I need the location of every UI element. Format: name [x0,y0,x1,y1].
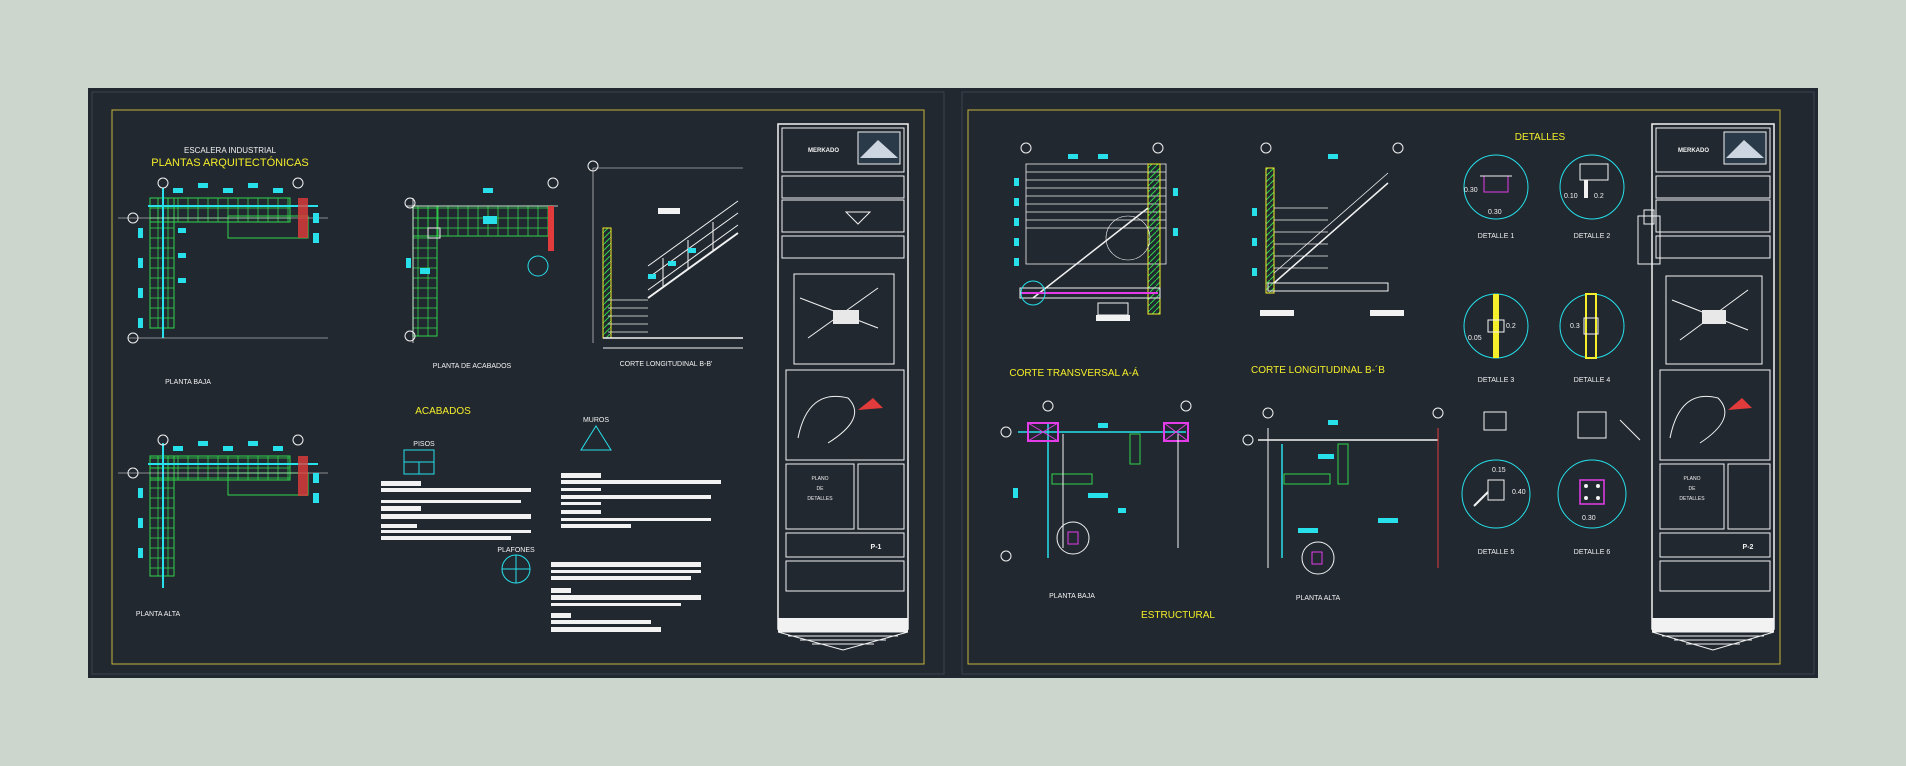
muros-label: MUROS [583,417,609,424]
sheet1-plano-l3: DETALLES [807,496,833,502]
detail-3-dim-b: 0.2 [1506,323,1516,330]
sheet1-company: MERKADO [808,148,839,154]
detail-5: 0.40 0.15 [1461,459,1531,529]
sheet-2: CORTE TRANSVERSAL A-Á CORTE LONGITUDINAL… [961,91,1815,675]
planta-alta-label: PLANTA ALTA [136,611,181,618]
detail-1-dim-a: 0.30 [1464,187,1478,194]
sheet2-plano-l1: PLANO [1684,476,1701,482]
sheet1-title-block: MERKADO PLANO DE DETALLES P-1 [777,123,909,651]
detail-5-dim-a: 0.40 [1512,489,1526,496]
sheet2-outer-border [961,91,1815,675]
sheet1-plano-l2: DE [817,486,825,492]
detail-6-label: DETALLE 6 [1574,549,1611,556]
cad-drawing: ESCALERA INDUSTRIAL PLANTAS ARQUITECTÓNI… [91,91,1815,675]
detail-4: 0.3 [1559,293,1625,359]
drawing-canvas: ESCALERA INDUSTRIAL PLANTAS ARQUITECTÓNI… [88,88,1818,678]
muros-key-icon [580,425,612,451]
section-corte-bb [587,160,743,349]
sheet-1: ESCALERA INDUSTRIAL PLANTAS ARQUITECTÓNI… [91,91,945,675]
detail-5-label: DETALLE 5 [1478,549,1515,556]
pisos-label: PISOS [413,441,435,448]
sheet1-subtitle: ESCALERA INDUSTRIAL [184,146,277,155]
detail-1: 0.30 0.30 [1463,154,1529,220]
struct-planta-alta [1242,407,1444,575]
detail-3: 0.05 0.2 [1463,293,1529,359]
struct-planta-alta-label: PLANTA ALTA [1296,595,1341,602]
plafones-label: PLAFONES [497,547,535,554]
section-corte-aa [1014,142,1178,321]
sheet2-plano-l3: DETALLES [1679,496,1705,502]
detail-2-dim-a: 0.10 [1564,193,1578,200]
detail-5-dim-b: 0.15 [1492,467,1506,474]
acabados-notes [381,473,721,632]
corte-bb-struct-label: CORTE LONGITUDINAL B-´B [1251,364,1385,376]
sheet1-outer-border [91,91,945,675]
detail-3-dim-a: 0.05 [1468,335,1482,342]
sheet2-plano-l2: DE [1689,486,1697,492]
detail-4-dim-a: 0.3 [1570,323,1580,330]
struct-planta-baja-label: PLANTA BAJA [1049,593,1095,600]
sheet1-title: PLANTAS ARQUITECTÓNICAS [151,156,309,169]
struct-planta-baja [1000,400,1192,562]
section-corte-bb-struct [1252,142,1404,316]
planta-acabados-label: PLANTA DE ACABADOS [433,363,512,370]
detail-3-label: DETALLE 3 [1478,377,1515,384]
sheet2-title-block: MERKADO PLANO DE DETALLES P-2 [1651,123,1775,651]
estructural-title: ESTRUCTURAL [1141,610,1215,621]
acabados-title: ACABADOS [415,406,471,417]
detail-1-dim-b: 0.30 [1488,209,1502,216]
detail-2-dim-b: 0.2 [1594,193,1604,200]
detail-6-dim-a: 0.30 [1582,515,1596,522]
plan-acabados [404,177,559,343]
corte-bb-label: CORTE LONGITUDINAL B-B' [620,361,713,368]
sheet1-frame [111,109,925,665]
detail-6: 0.30 [1557,459,1627,529]
detail-4-label: DETALLE 4 [1574,377,1611,384]
detalles-title: DETALLES [1515,132,1566,143]
sheet2-frame [967,109,1781,665]
sheet1-plano-l1: PLANO [812,476,829,482]
detail-1-label: DETALLE 1 [1478,233,1515,240]
corte-aa-label: CORTE TRANSVERSAL A-Á [1009,366,1139,379]
plan-planta-alta [118,434,328,588]
sheet2-company: MERKADO [1678,148,1709,154]
plan-planta-baja [118,177,328,344]
planta-baja-label: PLANTA BAJA [165,379,211,386]
detail-2: 0.10 0.2 [1559,154,1625,220]
sheet1-number: P-1 [871,544,882,551]
detail-2-label: DETALLE 2 [1574,233,1611,240]
sheet2-number: P-2 [1743,544,1754,551]
